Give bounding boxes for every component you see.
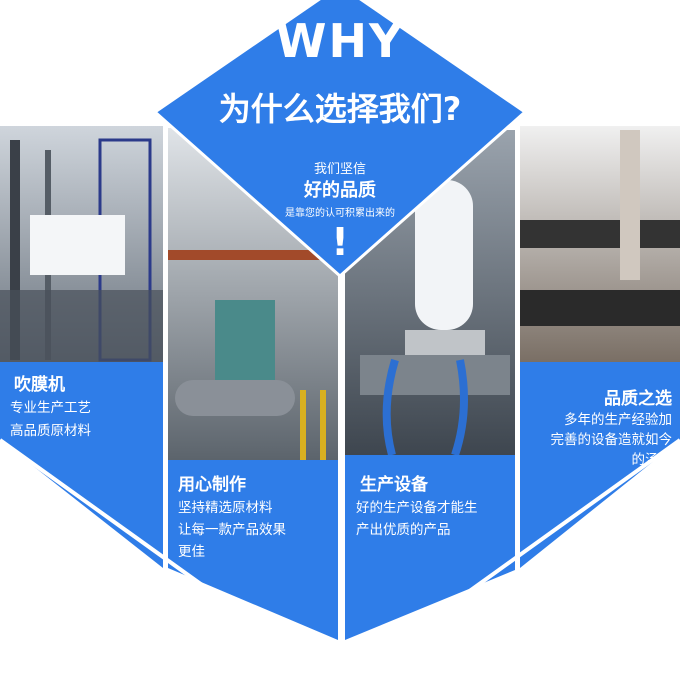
center-line3: 是靠您的认可积累出来的 xyxy=(285,208,395,219)
panel3-title: 生产设备 xyxy=(360,475,428,495)
panel3-line2: 产出优质的产品 xyxy=(356,522,451,538)
photo-film-blowing-machine xyxy=(0,126,163,362)
panel2-line2: 让每一款产品效果 xyxy=(178,522,286,538)
panel-blue-1 xyxy=(0,362,163,568)
panel1-line2: 高品质原材料 xyxy=(10,423,91,439)
center-line1: 我们坚信 xyxy=(313,162,366,177)
panel1-title: 吹膜机 xyxy=(14,375,65,395)
center-line2: 好的品质 xyxy=(304,180,376,201)
panel4-line3: 的汤泰 xyxy=(631,452,673,468)
panel-blue-2 xyxy=(168,460,338,640)
header-subtitle: 为什么选择我们? xyxy=(218,90,462,128)
panel2-title: 用心制作 xyxy=(178,475,246,495)
why-diamond xyxy=(155,0,525,276)
photo-quality-choice xyxy=(520,126,680,362)
panel3-line1: 好的生产设备才能生 xyxy=(356,500,478,516)
panel-blue-4 xyxy=(520,362,680,568)
panel1-line1: 专业生产工艺 xyxy=(10,400,91,416)
panel4-title: 品质之选 xyxy=(604,389,672,409)
photo-production-equipment xyxy=(345,130,515,457)
panel2-line1: 坚持精选原材料 xyxy=(178,500,273,516)
panel-blue-3 xyxy=(345,455,515,640)
header-title: WHY xyxy=(275,14,405,68)
panel2-line3: 更佳 xyxy=(178,544,205,560)
panel4-line1: 多年的生产经验加 xyxy=(564,412,672,428)
exclamation-mark-icon: ! xyxy=(331,220,349,264)
panel4-line2: 完善的设备造就如今 xyxy=(550,432,673,448)
